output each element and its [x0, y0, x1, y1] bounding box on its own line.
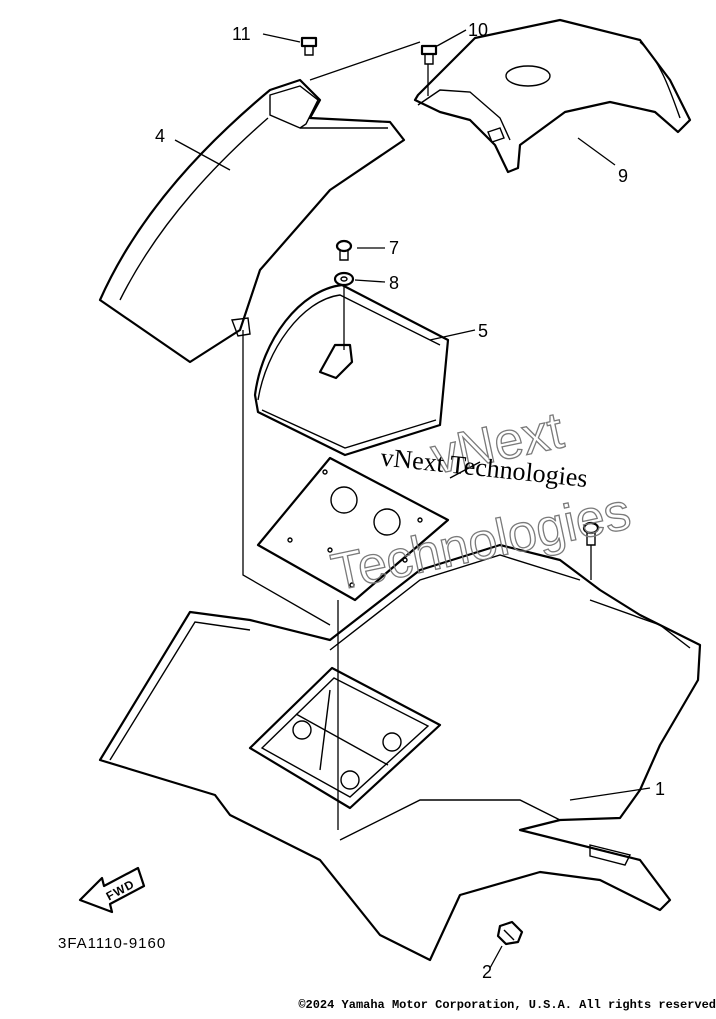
part-1-main-fender [98, 543, 702, 962]
gasket-plate [256, 456, 450, 602]
screw-7 [335, 239, 353, 261]
bolt-11 [300, 36, 318, 56]
callout-8: 8 [389, 273, 399, 293]
callout-2: 2 [482, 962, 492, 982]
washer-8 [333, 271, 355, 287]
bolt-2 [496, 920, 524, 946]
fwd-arrow: FWD [78, 866, 146, 914]
part-9-rear-fender [413, 18, 692, 174]
callout-11: 11 [232, 24, 251, 44]
callout-9: 9 [618, 166, 628, 186]
callout-10: 10 [468, 20, 488, 40]
callout-1: 1 [655, 779, 665, 799]
part-4-front-fender [98, 78, 406, 364]
part-5-cover [253, 283, 450, 457]
callout-4: 4 [155, 126, 165, 146]
part-code: 3FA1110-9160 [58, 935, 166, 952]
bolt-10 [420, 44, 438, 65]
assembly-lines [174, 29, 651, 969]
copyright-notice: ©2024 Yamaha Motor Corporation, U.S.A. A… [298, 998, 716, 1012]
callout-5: 5 [478, 321, 488, 341]
callout-7: 7 [389, 238, 399, 258]
